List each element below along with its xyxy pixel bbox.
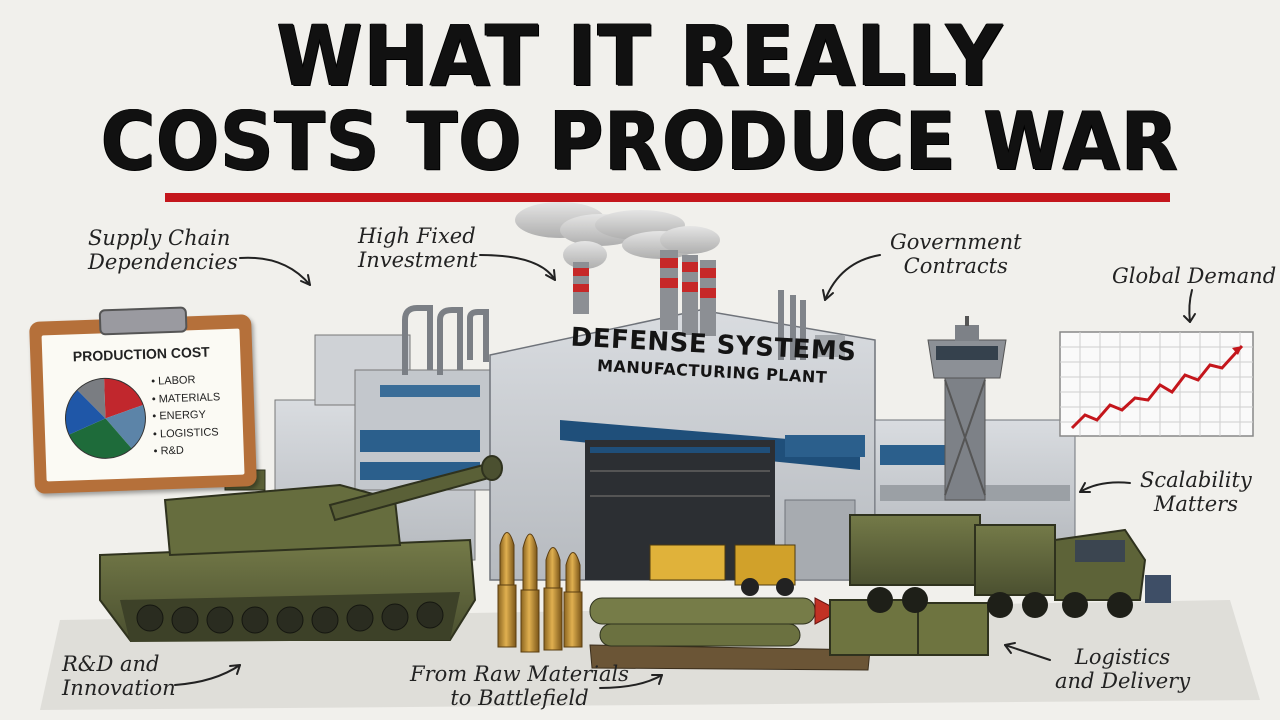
callout-arrows bbox=[174, 254, 1196, 689]
smokestacks bbox=[573, 250, 716, 336]
legend-item: LOGISTICS bbox=[153, 424, 222, 444]
callout-line: Dependencies bbox=[88, 250, 238, 275]
callout-fixed-investment: High Fixed Investment bbox=[358, 224, 478, 272]
missiles-on-pallet bbox=[589, 597, 871, 671]
cost-pie-chart bbox=[64, 377, 146, 459]
clipboard-title: PRODUCTION COST bbox=[72, 343, 210, 365]
legend-item: MATERIALS bbox=[152, 389, 221, 409]
clipboard-clip bbox=[98, 306, 188, 336]
callout-government-contracts: Government Contracts bbox=[890, 230, 1022, 278]
callout-line: Logistics bbox=[1074, 645, 1171, 669]
callout-line: Supply Chain bbox=[88, 226, 231, 250]
callout-line: Investment bbox=[358, 248, 478, 273]
callout-logistics: Logistics and Delivery bbox=[1055, 645, 1190, 693]
global-demand-chart bbox=[1059, 331, 1254, 437]
tank bbox=[99, 455, 503, 642]
callout-line: Innovation bbox=[62, 676, 176, 701]
callout-line: to Battlefield bbox=[450, 686, 589, 711]
callout-supply-chain: Supply Chain Dependencies bbox=[88, 226, 238, 274]
headline-underline bbox=[165, 193, 1170, 202]
military-truck bbox=[849, 514, 1171, 618]
production-cost-clipboard: PRODUCTION COST LABOR MATERIALS ENERGY L… bbox=[29, 306, 257, 494]
callout-line: R&D and bbox=[62, 652, 160, 676]
callout-line: From Raw Materials bbox=[410, 662, 629, 686]
clipboard-paper: PRODUCTION COST LABOR MATERIALS ENERGY L… bbox=[41, 328, 245, 482]
callout-line: Global Demand bbox=[1112, 264, 1277, 288]
artillery-shells bbox=[497, 532, 583, 653]
roof-pipes bbox=[402, 305, 489, 375]
callout-line: High Fixed bbox=[358, 224, 476, 248]
legend-item: R&D bbox=[153, 441, 222, 461]
callout-line: Scalability bbox=[1140, 468, 1252, 492]
clipboard-legend: LABOR MATERIALS ENERGY LOGISTICS R&D bbox=[151, 371, 222, 461]
callout-global-demand: Global Demand bbox=[1112, 264, 1276, 288]
forklift bbox=[649, 544, 796, 596]
headline-line-2: COSTS TO PRODUCE WAR bbox=[100, 95, 1179, 189]
callout-line: and Delivery bbox=[1055, 669, 1191, 694]
callout-rnd: R&D and Innovation bbox=[62, 652, 176, 700]
callout-line: Matters bbox=[1153, 492, 1238, 517]
callout-scalability: Scalability Matters bbox=[1140, 468, 1252, 516]
control-tower bbox=[927, 316, 1007, 501]
headline-line-1: WHAT IT REALLY bbox=[276, 8, 1004, 106]
callout-line: Contracts bbox=[903, 254, 1008, 279]
callout-raw-materials: From Raw Materials to Battlefield bbox=[410, 662, 629, 710]
callout-line: Government bbox=[890, 230, 1022, 254]
smoke-plumes bbox=[515, 202, 720, 269]
